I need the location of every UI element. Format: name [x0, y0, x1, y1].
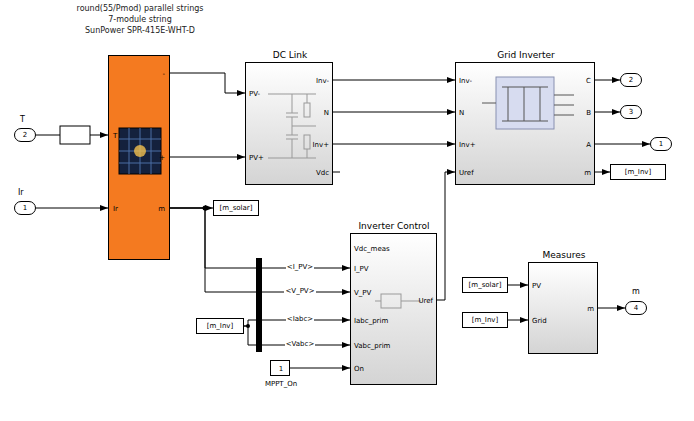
block-text: 2: [629, 75, 633, 85]
port-label: Ir: [113, 204, 118, 214]
block-title: round(55/Pmod) parallel strings: [77, 3, 204, 14]
port-label: Vabc_prim: [354, 341, 390, 351]
block-text: 3: [629, 107, 633, 117]
block-text: 1: [659, 139, 663, 149]
signal-line: [333, 112, 455, 113]
port-label: C: [586, 76, 591, 86]
subsystem-block: Inverter ControlVdc_measI_PVV_PVIabc_pri…: [350, 233, 437, 385]
port-label: 7-module string: [108, 14, 171, 25]
pv-array-block: round(55/Pmod) parallel strings7-module …: [108, 55, 170, 260]
port-oval: 1: [14, 201, 36, 215]
port-label: SunPower SPR-415E-WHT-D: [85, 25, 195, 36]
port-label: A: [586, 140, 591, 150]
port-label: PV+: [249, 153, 264, 163]
block-text: 2: [23, 130, 27, 140]
port-name: T: [20, 115, 25, 125]
signal-line: [290, 368, 350, 369]
port-label: Inv-: [459, 76, 472, 86]
tag-block: [m_Inv]: [610, 164, 666, 180]
signal-line: [333, 144, 455, 145]
subsystem-block: Grid InverterInv-NInv+UrefCBAm: [455, 62, 595, 185]
branch-dot: [246, 324, 250, 328]
gain-block: [60, 126, 90, 144]
port-label: +: [159, 153, 165, 163]
block-text: [m_solar]: [469, 280, 502, 290]
port-label: m: [587, 304, 594, 314]
signal-line: [508, 285, 528, 286]
port-name: Ir: [18, 188, 24, 198]
signal-label: <V_PV>: [284, 287, 315, 296]
port-label: B: [586, 108, 591, 118]
port-label: MPPT_On: [265, 379, 297, 389]
port-label: PV-: [249, 89, 260, 99]
tag-block: [m_Inv]: [196, 318, 244, 334]
signal-line: [508, 320, 528, 321]
block-text: [m_Inv]: [625, 167, 651, 177]
port-label: m: [584, 168, 591, 178]
bus-selector: [256, 258, 262, 352]
constant-block: 1MPPT_On: [270, 360, 290, 376]
subsystem-block: DC LinkPV-PV+Inv-NInv+Vdc: [245, 62, 333, 185]
port-label: N: [459, 108, 464, 118]
signal-line: [36, 208, 108, 209]
block-title: Measures: [543, 250, 586, 261]
port-label: Iabc_prim: [354, 316, 388, 326]
signal-label: <Iabc>: [286, 315, 314, 324]
port-label: On: [354, 364, 364, 374]
tag-block: [m_solar]: [213, 200, 259, 216]
port-label: 1: [279, 364, 283, 374]
port-label: m: [158, 204, 165, 214]
tag-block: [m_solar]: [462, 277, 508, 293]
port-label: Uref: [418, 296, 433, 306]
port-label: Grid: [532, 316, 547, 326]
port-oval: 2: [620, 73, 642, 87]
port-oval: 4: [625, 301, 647, 315]
signal-line: [598, 308, 625, 309]
port-label: N: [324, 108, 329, 118]
port-oval: 3: [620, 105, 642, 119]
tag-block: [m_Inv]: [462, 312, 508, 328]
block-text: [m_solar]: [220, 203, 253, 213]
port-label: Inv-: [316, 76, 329, 86]
signal-label: <Vabc>: [285, 340, 316, 349]
branch-dot: [203, 206, 208, 211]
signal-label: <I_PV>: [286, 263, 314, 272]
signal-line: [595, 112, 620, 113]
port-name: m: [632, 287, 640, 297]
signal-line: [333, 80, 455, 81]
port-label: Vdc: [316, 168, 329, 178]
port-label: Vdc_meas: [354, 244, 390, 254]
block-text: [m_Inv]: [472, 315, 498, 325]
signal-line: [170, 157, 245, 158]
signal-line: [595, 80, 620, 81]
port-label: T: [113, 131, 117, 141]
signal-line: [595, 144, 650, 145]
block-title: Grid Inverter: [497, 50, 554, 61]
port-label: Inv+: [459, 140, 476, 150]
port-label: V_PV: [354, 288, 371, 298]
block-title: DC Link: [273, 50, 308, 61]
port-label: Uref: [459, 168, 474, 178]
signal-line: [170, 73, 245, 93]
signal-line: [595, 172, 610, 173]
port-oval: 1: [650, 137, 672, 151]
open-port: [333, 172, 340, 173]
signal-line: [437, 172, 455, 300]
block-text: [m_Inv]: [207, 321, 233, 331]
port-label: Inv+: [312, 140, 329, 150]
block-text: 1: [23, 203, 27, 213]
block-text: 4: [634, 303, 638, 313]
port-oval: 2: [14, 128, 36, 142]
port-label: -: [162, 69, 165, 79]
subsystem-block: MeasuresPVGridm: [528, 262, 598, 354]
port-label: I_PV: [354, 264, 369, 274]
port-label: PV: [532, 281, 541, 291]
block-title: Inverter Control: [358, 221, 429, 232]
